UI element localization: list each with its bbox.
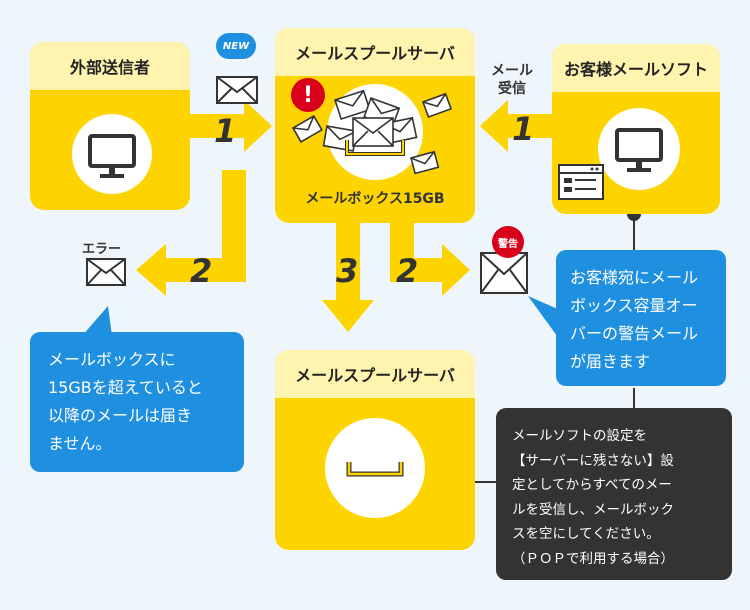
customer-mail-software-box: お客様メールソフト bbox=[552, 44, 720, 214]
exclamation-text: ! bbox=[302, 82, 314, 108]
arrow-to-spool-bottom bbox=[322, 222, 374, 332]
monitor-icon bbox=[615, 128, 663, 172]
step-3: 3 bbox=[336, 252, 359, 290]
dark-note-line-6: （ＰＯＰで利用する場合） bbox=[512, 550, 674, 567]
pop-setting-note: メールソフトの設定を 【サーバーに残さない】設 定としてからすべてのメー ルを受… bbox=[496, 408, 732, 580]
browser-window-icon bbox=[558, 164, 604, 200]
warning-badge-text: 警告 bbox=[498, 238, 518, 250]
step-1-right: 1 bbox=[512, 110, 535, 148]
spool-server-bottom-box: メールスプールサーバ bbox=[275, 350, 475, 550]
spool-server-bottom-title: メールスプールサーバ bbox=[275, 350, 475, 398]
mail-receive-line2: 受信 bbox=[498, 81, 526, 97]
error-label: エラー bbox=[82, 242, 122, 257]
customer-monitor-circle bbox=[598, 108, 680, 190]
warning-badge: 警告 bbox=[492, 226, 524, 258]
left-note-line-4: ません。 bbox=[48, 434, 112, 453]
step-2-right: 2 bbox=[396, 252, 419, 290]
customer-mail-software-title: お客様メールソフト bbox=[552, 44, 720, 92]
external-sender-box: 外部送信者 bbox=[30, 42, 190, 210]
dark-note-line-2: 【サーバーに残さない】設 bbox=[512, 452, 674, 469]
step-2-left: 2 bbox=[190, 252, 213, 290]
monitor-icon bbox=[88, 134, 136, 178]
right-note-line-4: が届きます bbox=[570, 352, 651, 371]
left-note-line-2: 15GBを超えていると bbox=[48, 378, 203, 397]
step-1-left: 1 bbox=[214, 112, 237, 150]
spool-server-top-title: メールスプールサーバ bbox=[275, 28, 475, 76]
mail-receive-line1: メール bbox=[491, 63, 533, 79]
mail-pile-icon bbox=[291, 89, 453, 175]
new-badge: NEW bbox=[216, 33, 256, 59]
envelope-icon bbox=[86, 258, 126, 286]
arrow-sender-to-spool bbox=[190, 100, 272, 152]
new-badge-text: NEW bbox=[222, 40, 250, 52]
dark-note-line-4: ルを受信し、メールボック bbox=[512, 501, 674, 518]
right-note-line-2: ボックス容量オー bbox=[570, 296, 698, 315]
external-sender-title: 外部送信者 bbox=[30, 42, 190, 90]
mailbox-capacity-label: メールボックス15GB bbox=[305, 191, 445, 207]
dark-note-line-3: 定としてからすべてのメー bbox=[512, 477, 672, 493]
monitor-circle bbox=[72, 114, 152, 194]
empty-mailbox-circle bbox=[325, 418, 425, 518]
warning-mail-note: お客様宛にメール ボックス容量オー バーの警告メール が届きます bbox=[556, 250, 726, 386]
right-note-line-1: お客様宛にメール bbox=[570, 268, 699, 287]
arrow-receive-from-spool bbox=[480, 100, 554, 152]
arrow-warning-path bbox=[390, 222, 470, 296]
dark-note-line-1: メールソフトの設定を bbox=[512, 428, 647, 444]
dark-note-line-5: スを空にしてください。 bbox=[512, 526, 660, 542]
mailbox-tray-icon bbox=[346, 462, 404, 477]
envelope-icon bbox=[216, 76, 258, 104]
envelope-icon bbox=[480, 252, 528, 294]
mail-receive-label: メール 受信 bbox=[484, 62, 540, 98]
left-note-line-1: メールボックスに bbox=[48, 350, 176, 369]
mailbox-over-note: メールボックスに 15GBを超えていると 以降のメールは届き ません。 bbox=[30, 332, 244, 472]
right-note-line-3: バーの警告メール bbox=[570, 324, 699, 343]
left-note-line-3: 以降のメールは届き bbox=[48, 406, 193, 425]
arrow-error-path bbox=[136, 170, 246, 296]
warning-icon: ! bbox=[291, 78, 325, 112]
